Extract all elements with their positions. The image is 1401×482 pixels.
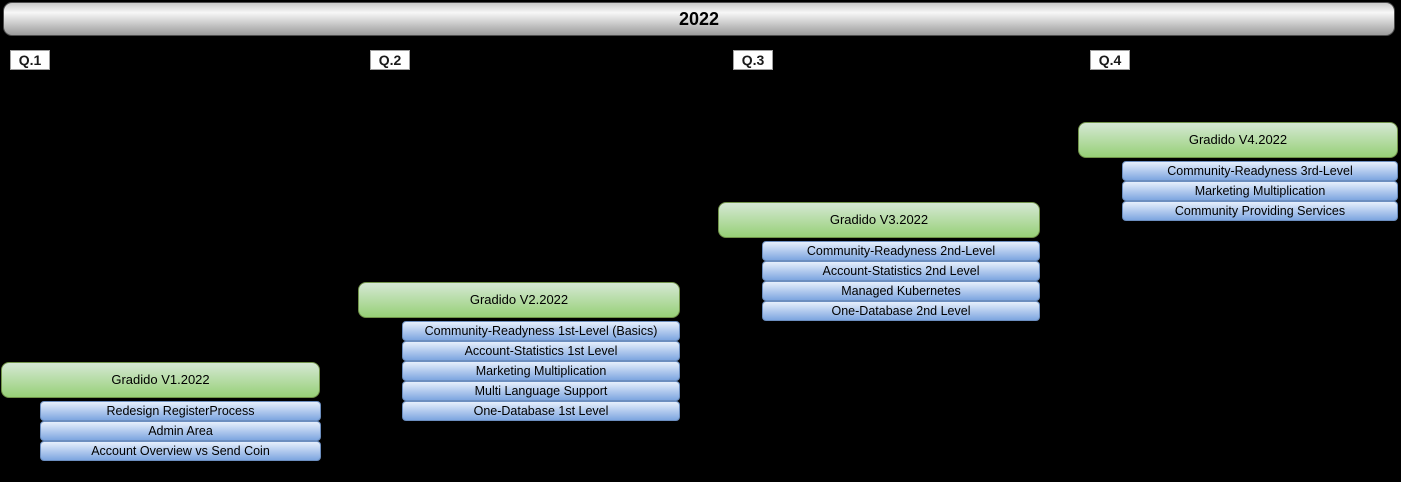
quarter-label-q1: Q.1 <box>10 50 50 70</box>
quarter-label-q4: Q.4 <box>1090 50 1130 70</box>
version-box-v2: Gradido V2.2022 <box>358 282 680 318</box>
feature-box: Account Overview vs Send Coin <box>40 441 321 461</box>
year-header-bar: 2022 <box>3 2 1395 36</box>
feature-box: Marketing Multiplication <box>1122 181 1398 201</box>
feature-box: Community-Readyness 3rd-Level <box>1122 161 1398 181</box>
feature-box: One-Database 1st Level <box>402 401 680 421</box>
feature-box: Community Providing Services <box>1122 201 1398 221</box>
version-box-v1: Gradido V1.2022 <box>1 362 320 398</box>
feature-box: Account-Statistics 2nd Level <box>762 261 1040 281</box>
quarter-label-q2: Q.2 <box>370 50 410 70</box>
version-box-v3: Gradido V3.2022 <box>718 202 1040 238</box>
version-box-v4: Gradido V4.2022 <box>1078 122 1398 158</box>
feature-box: Admin Area <box>40 421 321 441</box>
feature-box: Account-Statistics 1st Level <box>402 341 680 361</box>
year-title: 2022 <box>678 9 720 29</box>
quarter-label-q3: Q.3 <box>733 50 773 70</box>
feature-box: Marketing Multiplication <box>402 361 680 381</box>
feature-box: Community-Readyness 1st-Level (Basics) <box>402 321 680 341</box>
feature-box: Multi Language Support <box>402 381 680 401</box>
feature-box: Managed Kubernetes <box>762 281 1040 301</box>
feature-box: Redesign RegisterProcess <box>40 401 321 421</box>
feature-box: Community-Readyness 2nd-Level <box>762 241 1040 261</box>
feature-box: One-Database 2nd Level <box>762 301 1040 321</box>
